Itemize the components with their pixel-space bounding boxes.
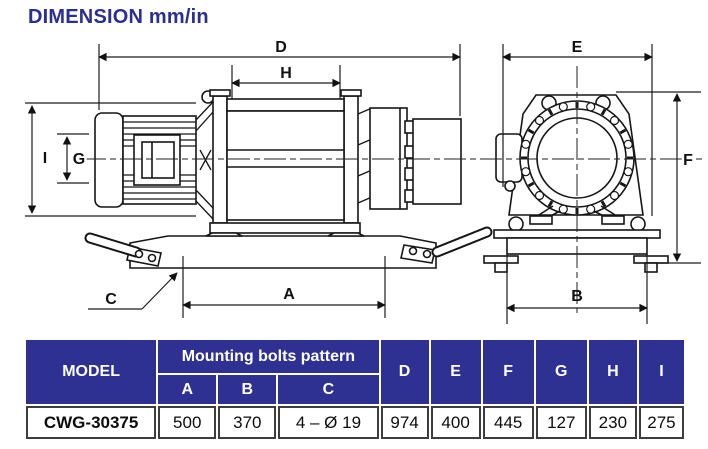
col-header-f: F — [482, 340, 534, 404]
end-view — [483, 94, 669, 273]
cell-c: 4 – Ø 19 — [278, 406, 379, 439]
cell-e: 400 — [430, 406, 481, 439]
dim-label-a: A — [283, 286, 295, 303]
cell-b: 370 — [218, 406, 277, 439]
col-header-d: D — [380, 340, 429, 404]
cell-a: 500 — [158, 406, 217, 439]
dim-label-i: I — [43, 150, 47, 167]
col-header-model: MODEL — [26, 340, 157, 404]
side-view — [84, 89, 493, 269]
col-header-e: E — [430, 340, 481, 404]
cell-f: 445 — [482, 406, 534, 439]
table-row: CWG-30375 500 370 4 – Ø 19 974 400 445 1… — [26, 406, 684, 439]
right-handle-icon — [400, 226, 493, 264]
junction-box — [495, 133, 523, 183]
technical-drawing: D H I G C A E F B — [25, 39, 702, 324]
col-header-a: A — [158, 375, 217, 404]
dimension-lines — [25, 44, 701, 324]
col-header-b: B — [218, 375, 277, 404]
page-title: DIMENSION mm/in — [28, 6, 209, 28]
col-header-mounting-bolts: Mounting bolts pattern — [158, 340, 379, 373]
dim-label-c: C — [105, 291, 117, 308]
col-header-g: G — [535, 340, 587, 404]
col-header-c: C — [278, 375, 379, 404]
dim-label-b: B — [571, 288, 583, 305]
col-header-h: H — [588, 340, 637, 404]
motor — [94, 112, 197, 208]
end-base — [483, 205, 669, 273]
cell-g: 127 — [535, 406, 587, 439]
cell-i: 275 — [638, 406, 684, 439]
dim-label-g: G — [73, 151, 85, 168]
base-plate — [129, 235, 437, 269]
col-header-i: I — [638, 340, 684, 404]
cell-h: 230 — [588, 406, 637, 439]
cell-model: CWG-30375 — [26, 406, 157, 439]
dim-label-h: H — [280, 65, 292, 82]
dim-label-e: E — [572, 39, 583, 56]
cell-d: 974 — [380, 406, 429, 439]
bell-housing — [195, 101, 214, 220]
dim-label-d: D — [275, 39, 287, 56]
left-handle-icon — [84, 232, 162, 267]
dim-label-f: F — [683, 152, 693, 169]
dimension-table: MODEL Mounting bolts pattern D E F G H I… — [24, 338, 686, 441]
drum-frame — [201, 89, 365, 237]
centerlines — [84, 66, 702, 313]
